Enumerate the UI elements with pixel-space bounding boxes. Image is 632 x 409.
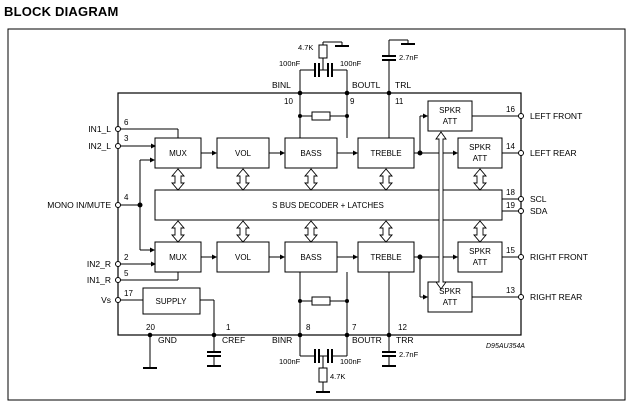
- label-scl: SCL: [530, 194, 547, 204]
- supply-block: [142, 287, 201, 315]
- pin-3: 3: [124, 134, 129, 143]
- label-in2-r: IN2_R: [87, 259, 111, 269]
- label-left-front: LEFT FRONT: [530, 111, 582, 121]
- spkr-label-top-a2: ATT: [443, 117, 458, 126]
- decoder-control-arrows: [171, 131, 487, 290]
- pin-1: 1: [226, 323, 231, 332]
- pin-dots: [115, 113, 524, 303]
- pin-20: 20: [146, 323, 155, 332]
- spkr-label-bottom-a2: ATT: [473, 258, 488, 267]
- decoder-label: S BUS DECODER + LATCHES: [272, 201, 384, 210]
- vol-label-bottom: VOL: [235, 253, 252, 262]
- label-top-cap-tr: 2.7nF: [399, 53, 419, 62]
- label-binr: BINR: [272, 335, 292, 345]
- label-left-rear: LEFT REAR: [530, 148, 577, 158]
- label-bottom-res: 4.7K: [330, 372, 345, 381]
- pin-6: 6: [124, 118, 129, 127]
- label-mono: MONO IN/MUTE: [47, 200, 111, 210]
- pin-10: 10: [284, 97, 293, 106]
- pin-7: 7: [352, 323, 357, 332]
- pin-16: 16: [506, 105, 515, 114]
- spkr-label-top-a1: SPKR: [439, 106, 461, 115]
- page-title: BLOCK DIAGRAM: [4, 4, 119, 19]
- pin-8: 8: [306, 323, 311, 332]
- label-sda: SDA: [530, 206, 548, 216]
- treble-to-spkr-wiring: [414, 113, 458, 300]
- spkr-label-bottom-b2: ATT: [443, 298, 458, 307]
- label-in2-l: IN2_L: [88, 141, 111, 151]
- label-trr: TRR: [396, 335, 413, 345]
- vol-label-top: VOL: [235, 149, 252, 158]
- pin-15: 15: [506, 246, 515, 255]
- treble-label-bottom: TREBLE: [370, 253, 401, 262]
- input-wiring: [118, 128, 215, 335]
- spkr-label-bottom-b1: SPKR: [439, 287, 461, 296]
- drawing-reference: D95AU354A: [486, 343, 525, 350]
- pin-19: 19: [506, 201, 515, 210]
- label-cref: CREF: [222, 335, 245, 345]
- label-top-res: 4.7K: [298, 43, 313, 52]
- mux-label-top: MUX: [169, 149, 187, 158]
- decoder-block: [154, 189, 503, 221]
- pin-9: 9: [350, 97, 355, 106]
- label-right-rear: RIGHT REAR: [530, 292, 582, 302]
- label-right-front: RIGHT FRONT: [530, 252, 588, 262]
- pin-11: 11: [395, 97, 404, 106]
- pin-14: 14: [506, 142, 515, 151]
- pin-4: 4: [124, 193, 129, 202]
- label-gnd: GND: [158, 335, 177, 345]
- pin-13: 13: [506, 286, 515, 295]
- label-boutr: BOUTR: [352, 335, 382, 345]
- spkr-label-top-b2: ATT: [473, 154, 488, 163]
- top-external-components: [299, 39, 415, 154]
- bass-label-bottom: BASS: [300, 253, 321, 262]
- pin-12: 12: [398, 323, 407, 332]
- pin-5: 5: [124, 269, 129, 278]
- pin-2: 2: [124, 253, 129, 262]
- pin-18: 18: [506, 188, 515, 197]
- label-trl: TRL: [395, 80, 411, 90]
- label-bottom-cap-tr: 2.7nF: [399, 350, 419, 359]
- bottom-external-components: [143, 256, 396, 393]
- mux-label-bottom: MUX: [169, 253, 187, 262]
- supply-label: SUPPLY: [156, 297, 188, 306]
- outer-frame: [7, 28, 626, 401]
- label-in1-r: IN1_R: [87, 275, 111, 285]
- label-bottom-cap-l: 100nF: [279, 357, 301, 366]
- label-boutl: BOUTL: [352, 80, 381, 90]
- label-vs: Vs: [101, 295, 111, 305]
- spkr-label-bottom-a1: SPKR: [469, 247, 491, 256]
- label-bottom-cap-r: 100nF: [340, 357, 362, 366]
- output-wiring: [472, 115, 521, 298]
- label-in1-l: IN1_L: [88, 124, 111, 134]
- label-top-cap-r: 100nF: [340, 59, 362, 68]
- label-binl: BINL: [272, 80, 291, 90]
- pin-17: 17: [124, 289, 133, 298]
- label-top-cap-l: 100nF: [279, 59, 301, 68]
- bass-label-top: BASS: [300, 149, 321, 158]
- spkr-label-top-b1: SPKR: [469, 143, 491, 152]
- treble-label-top: TREBLE: [370, 149, 401, 158]
